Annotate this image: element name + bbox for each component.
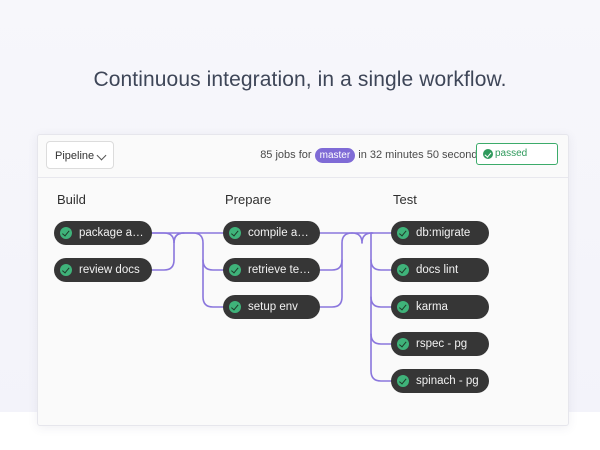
stage-title-build: Build xyxy=(57,192,86,207)
job-retrieve-tests[interactable]: retrieve te… xyxy=(223,258,320,282)
status-label: passed xyxy=(495,148,528,159)
connector-line xyxy=(319,259,343,308)
header-divider xyxy=(38,177,568,178)
job-label: setup env xyxy=(248,301,298,313)
job-label: compile a… xyxy=(248,227,309,239)
connector-line xyxy=(151,232,185,271)
duration-text: in 32 minutes 50 seconds xyxy=(358,149,483,161)
pipeline-header: Pipeline 85 jobs for master in 32 minute… xyxy=(38,135,568,175)
job-review-docs[interactable]: review docs xyxy=(54,258,152,282)
check-circle-icon xyxy=(60,264,72,276)
check-circle-icon xyxy=(397,264,409,276)
job-label: db:migrate xyxy=(416,227,471,239)
job-label: review docs xyxy=(79,264,140,276)
check-circle-icon xyxy=(483,149,493,159)
check-circle-icon xyxy=(397,301,409,313)
job-rspec-pg[interactable]: rspec - pg xyxy=(391,332,489,356)
pipeline-dropdown-label: Pipeline xyxy=(55,150,95,162)
check-circle-icon xyxy=(229,227,241,239)
connector-line xyxy=(370,333,392,382)
page-headline: Continuous integration, in a single work… xyxy=(93,68,507,91)
check-circle-icon xyxy=(397,227,409,239)
connector-line xyxy=(202,259,224,308)
job-label: package a… xyxy=(79,227,144,239)
job-docs-lint[interactable]: docs lint xyxy=(391,258,489,282)
stage-title-prepare: Prepare xyxy=(225,192,272,207)
status-badge[interactable]: passed xyxy=(476,143,558,165)
jobs-summary: 85 jobs for master in 32 minutes 50 seco… xyxy=(260,148,483,163)
job-label: rspec - pg xyxy=(416,338,468,350)
connector-line xyxy=(370,232,392,271)
job-setup-env[interactable]: setup env xyxy=(223,295,320,319)
check-circle-icon xyxy=(229,301,241,313)
branch-badge[interactable]: master xyxy=(314,148,356,163)
job-label: spinach - pg xyxy=(416,375,479,387)
job-karma[interactable]: karma xyxy=(391,295,489,319)
job-db-migrate[interactable]: db:migrate xyxy=(391,221,489,245)
job-label: retrieve te… xyxy=(248,264,311,276)
connector-line xyxy=(151,232,224,271)
check-circle-icon xyxy=(229,264,241,276)
job-package-assets[interactable]: package a… xyxy=(54,221,152,245)
job-spinach-pg[interactable]: spinach - pg xyxy=(391,369,489,393)
connector-line xyxy=(351,232,373,244)
pipeline-dropdown[interactable]: Pipeline xyxy=(46,141,114,169)
job-label: karma xyxy=(416,301,448,313)
stage-connectors xyxy=(151,232,392,382)
check-circle-icon xyxy=(397,375,409,387)
pipeline-card: Pipeline 85 jobs for master in 32 minute… xyxy=(37,134,569,426)
check-circle-icon xyxy=(397,338,409,350)
connector-line xyxy=(319,232,353,271)
job-compile-assets[interactable]: compile a… xyxy=(223,221,320,245)
jobs-count-text: 85 jobs for xyxy=(260,149,312,161)
stage-title-test: Test xyxy=(393,192,417,207)
job-label: docs lint xyxy=(416,264,459,276)
check-circle-icon xyxy=(60,227,72,239)
